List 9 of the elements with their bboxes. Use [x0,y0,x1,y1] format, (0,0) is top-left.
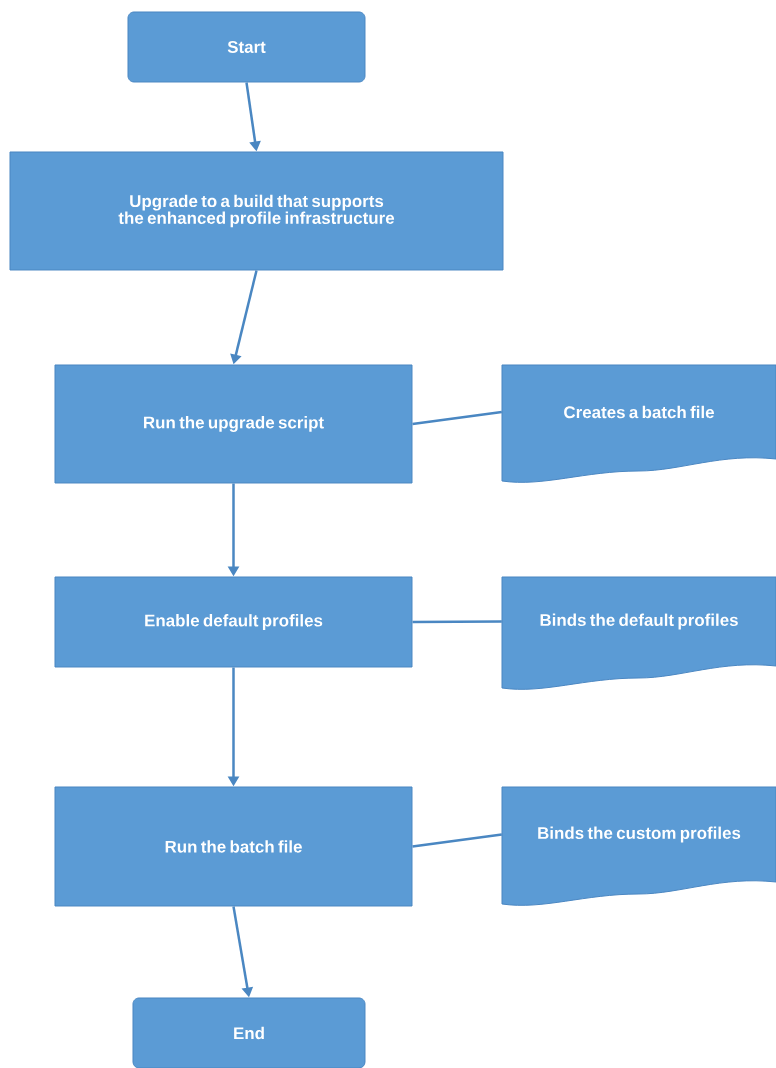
process-box: Enable default profiles [54,576,413,668]
process-box: Run the upgrade script [54,364,413,484]
connector-line [412,620,502,624]
connector-line [412,410,502,426]
terminal-box: Start [127,11,366,83]
process-box: Upgrade to a build that supports the enhanced profile infrastructure [9,151,504,271]
connector-line [412,833,502,848]
process-box: Run the batch file [54,786,413,907]
terminal-box: End [132,997,366,1068]
